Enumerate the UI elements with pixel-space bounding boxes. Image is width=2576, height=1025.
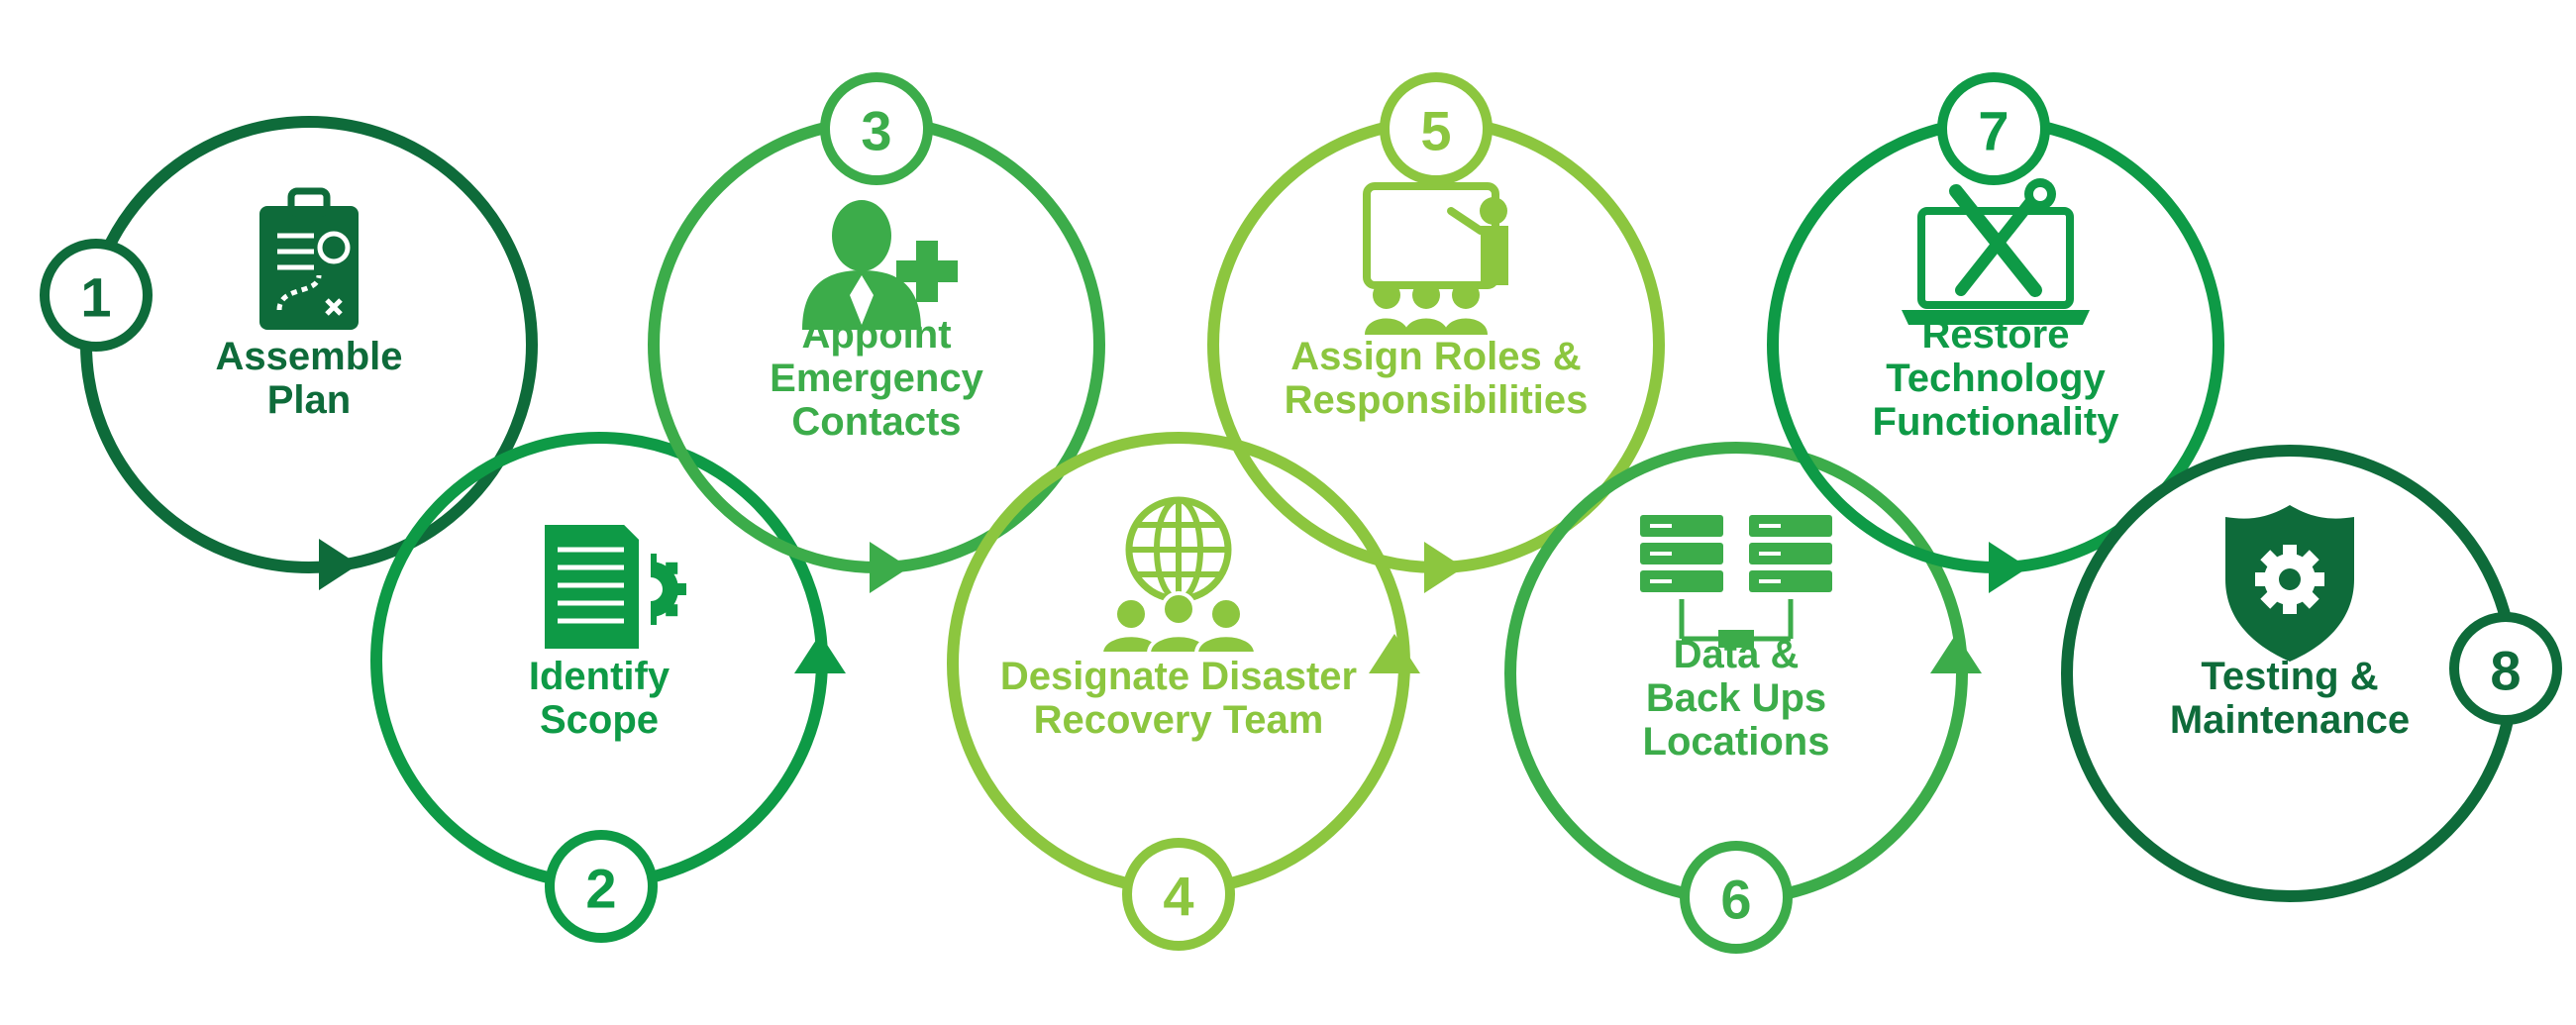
step-number: 3 bbox=[861, 100, 891, 162]
step-number: 5 bbox=[1420, 100, 1451, 162]
step-label-line: Identify bbox=[529, 655, 670, 698]
step-label-line: Plan bbox=[267, 378, 351, 422]
step-number-badge: 4 bbox=[1122, 838, 1235, 951]
step-number-badge: 3 bbox=[820, 72, 933, 185]
step-number-badge: 8 bbox=[2449, 612, 2562, 725]
presentation-board-icon bbox=[1363, 182, 1508, 335]
add-contact-icon bbox=[802, 200, 958, 330]
step-number: 6 bbox=[1720, 869, 1751, 931]
step-label-line: Designate Disaster bbox=[1000, 655, 1357, 698]
step-8: Testing &Maintenance 8 bbox=[2061, 445, 2562, 902]
step-label-line: Back Ups bbox=[1646, 676, 1826, 720]
step-number-badge: 7 bbox=[1937, 72, 2050, 185]
step-label-line: Emergency bbox=[770, 357, 983, 400]
step-label-line: Contacts bbox=[791, 400, 961, 444]
step-label-line: Assemble bbox=[216, 335, 403, 378]
step-number: 1 bbox=[80, 266, 111, 329]
step-label-line: Technology bbox=[1886, 357, 2106, 400]
step-number-badge: 2 bbox=[545, 830, 658, 943]
step-label-line: Recovery Team bbox=[1034, 698, 1324, 742]
step-number: 8 bbox=[2490, 640, 2521, 702]
step-number: 2 bbox=[585, 858, 616, 920]
laptop-tools-icon bbox=[1902, 178, 2090, 325]
arrow-head-icon bbox=[1930, 634, 1982, 673]
globe-team-icon bbox=[1098, 496, 1259, 656]
arrow-head-icon bbox=[1989, 542, 2028, 593]
arrow-head-icon bbox=[794, 634, 846, 673]
step-number: 4 bbox=[1163, 866, 1193, 928]
step-number-badge: 5 bbox=[1380, 72, 1493, 185]
shield-gear-icon bbox=[2225, 505, 2354, 662]
step-label-line: Scope bbox=[540, 698, 659, 742]
step-label-line: Locations bbox=[1643, 720, 1830, 764]
step-label-line: Functionality bbox=[1873, 400, 2120, 444]
step-5: Assign Roles &Responsibilities 5 bbox=[1207, 72, 1665, 593]
step-number: 7 bbox=[1978, 100, 2009, 162]
step-label-line: Testing & bbox=[2201, 655, 2378, 698]
document-gear-icon bbox=[545, 525, 686, 649]
arrow-head-icon bbox=[319, 539, 359, 590]
step-label-line: Responsibilities bbox=[1285, 378, 1589, 422]
step-number-badge: 1 bbox=[40, 239, 153, 352]
step-label-line: Maintenance bbox=[2170, 698, 2410, 742]
arrow-head-icon bbox=[870, 542, 909, 593]
arrow-head-icon bbox=[1369, 634, 1420, 673]
step-label-line: Assign Roles & bbox=[1290, 335, 1581, 378]
arrow-head-icon bbox=[1424, 542, 1464, 593]
step-number-badge: 6 bbox=[1680, 841, 1793, 954]
step-label-line: Data & bbox=[1674, 633, 1800, 676]
clipboard-plan-icon bbox=[259, 187, 359, 330]
servers-icon bbox=[1640, 515, 1832, 648]
step-label-line: Restore bbox=[1922, 313, 2070, 357]
step-label-line: Appoint bbox=[801, 313, 951, 357]
